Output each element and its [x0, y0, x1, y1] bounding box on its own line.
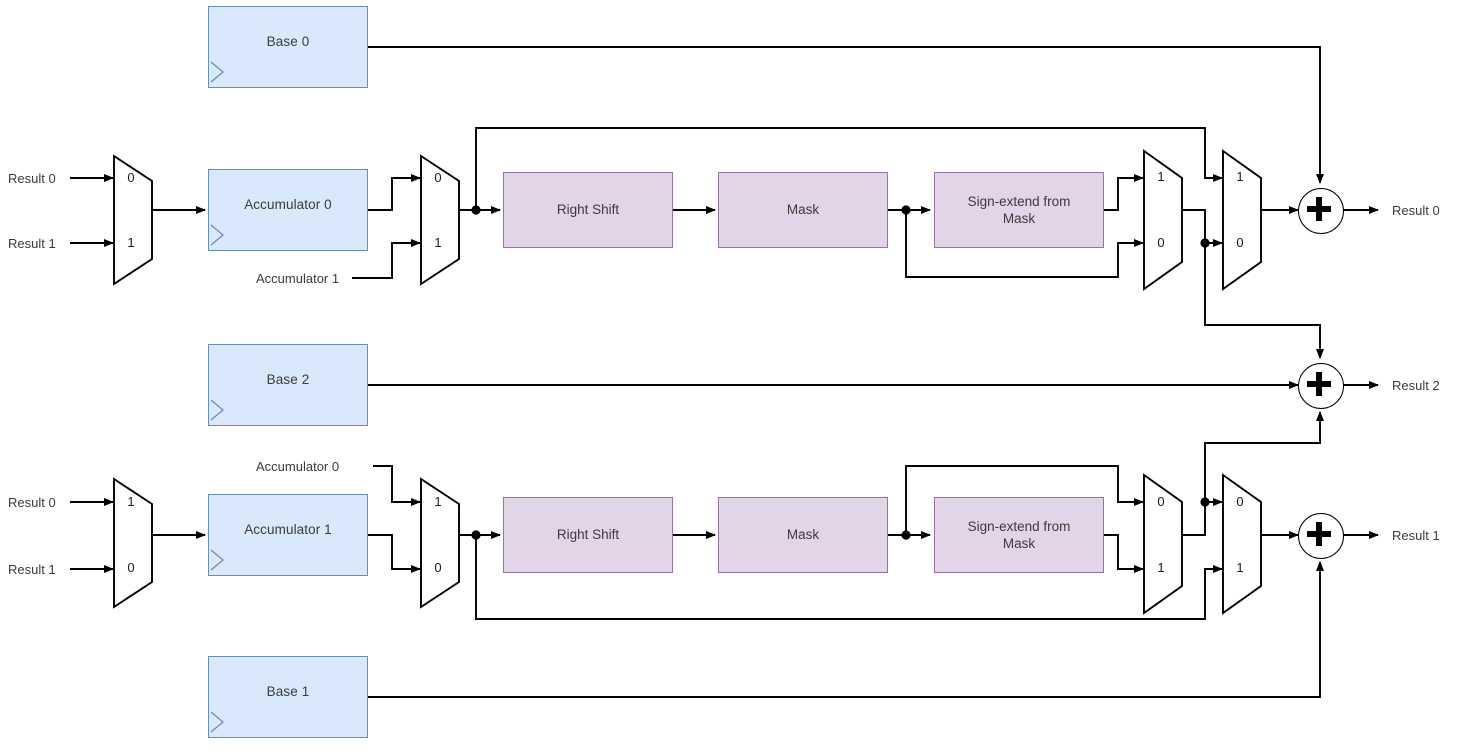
- mux-bottom-sign-extend-select[interactable]: 0 1: [1143, 473, 1183, 615]
- mux-top-input-select-0: 0: [127, 170, 135, 185]
- operation-sign-extend-top-label: Sign-extend from Mask: [968, 193, 1071, 228]
- label-bottom-input-result-1: Result 1: [8, 562, 56, 577]
- sign-extend-top-line-1: Sign-extend from: [967, 193, 1071, 209]
- mux-top-accumulator-select[interactable]: 0 1: [420, 154, 460, 286]
- mux-top-sign-extend-select-1: 1: [1157, 169, 1165, 184]
- mux-bottom-sign-extend-select-1: 1: [1157, 560, 1165, 575]
- register-base-0: Base 0: [208, 6, 368, 88]
- mux-bottom-input-select[interactable]: 1 0: [113, 477, 153, 609]
- label-bottom-input-result-0: Result 0: [8, 495, 56, 510]
- mux-bottom-bypass-select[interactable]: 0 1: [1222, 473, 1262, 615]
- mux-top-sign-extend-select-0: 0: [1157, 235, 1165, 250]
- operation-right-shift-top-label: Right Shift: [556, 202, 620, 218]
- label-bottom-accumulator-0-source: Accumulator 0: [256, 459, 340, 474]
- mux-bottom-bypass-select-1: 1: [1236, 560, 1244, 575]
- label-output-result-0: Result 0: [1392, 203, 1440, 218]
- register-base-1: Base 1: [208, 656, 368, 738]
- adder-result-2-plus-vertical: [1316, 372, 1322, 396]
- mux-top-bypass-select-1: 1: [1236, 169, 1244, 184]
- operation-mask-bottom-label: Mask: [786, 527, 820, 543]
- register-accumulator-0-label: Accumulator 0: [244, 196, 332, 212]
- mux-top-input-select[interactable]: 0 1: [113, 154, 153, 286]
- operation-mask-bottom: Mask: [718, 497, 888, 573]
- clock-triangle-icon: [210, 224, 225, 246]
- mux-bottom-input-select-1: 1: [127, 494, 135, 509]
- mux-top-bypass-select[interactable]: 1 0: [1222, 149, 1262, 291]
- mux-bottom-accumulator-select-0: 0: [434, 560, 442, 575]
- mux-top-accumulator-select-0: 0: [434, 170, 442, 185]
- register-base-2: Base 2: [208, 344, 368, 426]
- operation-sign-extend-bottom-label: Sign-extend from Mask: [968, 518, 1071, 553]
- mux-top-sign-extend-select[interactable]: 1 0: [1143, 149, 1183, 291]
- clock-triangle-icon: [210, 399, 225, 421]
- label-top-accumulator-1-source: Accumulator 1: [256, 271, 340, 286]
- mux-top-input-select-1: 1: [127, 235, 135, 250]
- mux-top-bypass-select-0: 0: [1236, 235, 1244, 250]
- register-accumulator-0: Accumulator 0: [208, 169, 368, 251]
- operation-sign-extend-bottom: Sign-extend from Mask: [934, 497, 1104, 573]
- clock-triangle-icon: [210, 61, 225, 83]
- adder-result-2: [1298, 363, 1344, 409]
- mux-bottom-bypass-select-0: 0: [1236, 494, 1244, 509]
- register-base-1-label: Base 1: [266, 683, 310, 699]
- label-output-result-1: Result 1: [1392, 528, 1440, 543]
- adder-result-0-plus-vertical: [1316, 197, 1322, 221]
- register-base-2-label: Base 2: [266, 371, 310, 387]
- clock-triangle-icon: [210, 549, 225, 571]
- adder-result-1-plus-vertical: [1316, 522, 1322, 546]
- label-top-input-result-0: Result 0: [8, 171, 56, 186]
- mux-bottom-sign-extend-select-0: 0: [1157, 494, 1165, 509]
- mux-bottom-accumulator-select-1: 1: [434, 494, 442, 509]
- operation-mask-top-label: Mask: [786, 202, 820, 218]
- operation-sign-extend-top: Sign-extend from Mask: [934, 172, 1104, 248]
- register-base-0-label: Base 0: [266, 33, 310, 49]
- label-top-input-result-1: Result 1: [8, 236, 56, 251]
- mux-bottom-input-select-0: 0: [127, 560, 135, 575]
- clock-triangle-icon: [210, 711, 225, 733]
- adder-result-0: [1298, 188, 1344, 234]
- sign-extend-bottom-line-1: Sign-extend from: [967, 518, 1071, 534]
- label-output-result-2: Result 2: [1392, 378, 1440, 393]
- sign-extend-bottom-line-2: Mask: [1002, 536, 1036, 551]
- mux-bottom-accumulator-select[interactable]: 1 0: [420, 477, 460, 609]
- register-accumulator-1: Accumulator 1: [208, 494, 368, 576]
- adder-result-1: [1298, 513, 1344, 559]
- mux-top-accumulator-select-1: 1: [434, 235, 442, 250]
- operation-right-shift-bottom: Right Shift: [503, 497, 673, 573]
- sign-extend-top-line-2: Mask: [1002, 211, 1036, 226]
- operation-right-shift-top: Right Shift: [503, 172, 673, 248]
- register-accumulator-1-label: Accumulator 1: [244, 521, 332, 537]
- operation-mask-top: Mask: [718, 172, 888, 248]
- operation-right-shift-bottom-label: Right Shift: [556, 527, 620, 543]
